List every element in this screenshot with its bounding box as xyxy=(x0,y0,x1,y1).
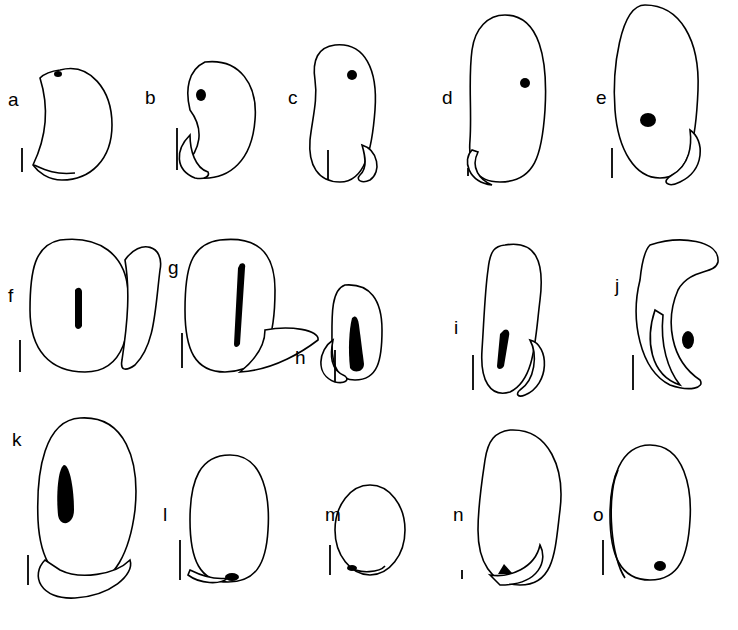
panel-letter: j xyxy=(615,276,619,295)
seed-body xyxy=(478,430,561,585)
embryo-tail xyxy=(179,135,208,179)
panel-letter: l xyxy=(163,505,167,524)
scale-bar xyxy=(611,148,613,178)
seed-body xyxy=(470,15,546,182)
seed-body xyxy=(30,239,129,372)
panel-letter: d xyxy=(442,88,453,107)
scale-bar xyxy=(602,540,604,575)
embryo-tail xyxy=(467,150,492,185)
spot xyxy=(234,263,245,347)
spot xyxy=(347,565,357,571)
spot xyxy=(349,316,364,371)
scale-bar xyxy=(467,168,469,176)
seed-body xyxy=(614,5,698,178)
panel-letter: o xyxy=(593,505,604,524)
embryo-tail xyxy=(490,545,543,585)
embryo-tail xyxy=(358,145,377,182)
spot xyxy=(654,561,666,571)
scale-bar xyxy=(329,545,331,575)
scale-bar xyxy=(21,148,23,172)
spot xyxy=(347,70,357,80)
embryo-tail xyxy=(650,310,680,385)
panel-letter: c xyxy=(288,88,298,107)
spot xyxy=(497,329,509,369)
embryo-tail xyxy=(348,566,385,572)
panel-letter: n xyxy=(453,505,464,524)
seed-body xyxy=(335,485,405,575)
scale-bar xyxy=(27,555,29,585)
scale-bar xyxy=(632,355,634,390)
scale-bar xyxy=(334,350,336,382)
seed-body xyxy=(38,418,136,585)
embryo-tail xyxy=(240,328,318,372)
scale-bar xyxy=(472,355,474,390)
panel-letter: i xyxy=(454,318,458,337)
spot xyxy=(57,465,74,523)
seed-body xyxy=(610,445,690,580)
seed-body xyxy=(332,285,382,380)
panel-letter: b xyxy=(145,88,156,107)
spot xyxy=(520,78,530,88)
embryo-tail xyxy=(188,570,228,583)
seed-body xyxy=(33,69,112,180)
embryo-tail xyxy=(122,247,161,369)
embryo-tail xyxy=(34,165,75,173)
scale-bar xyxy=(176,128,178,170)
seed-body xyxy=(190,455,268,582)
scale-bar xyxy=(327,150,329,180)
embryo-tail xyxy=(38,560,130,598)
panel-letter: k xyxy=(12,430,22,449)
spot xyxy=(54,71,62,77)
spot xyxy=(225,573,239,581)
seed-body xyxy=(636,240,718,389)
scale-bar xyxy=(179,540,181,580)
spot xyxy=(75,288,82,329)
spot xyxy=(196,89,206,101)
panel-letter: f xyxy=(8,286,13,305)
panel-letter: m xyxy=(325,505,341,524)
scale-bar xyxy=(461,570,463,579)
spot xyxy=(498,564,513,574)
spot xyxy=(640,113,656,127)
panel-letter: h xyxy=(295,348,306,367)
embryo-tail xyxy=(611,470,625,578)
embryo-tail xyxy=(518,340,545,396)
spot xyxy=(682,331,694,349)
scale-bar xyxy=(19,340,21,372)
embryo-tail xyxy=(666,130,700,184)
embryo-tail xyxy=(321,340,347,383)
panel-letter: a xyxy=(8,90,19,109)
scale-bar xyxy=(181,333,183,368)
panel-letter: e xyxy=(596,88,607,107)
panel-letter: g xyxy=(168,258,179,277)
